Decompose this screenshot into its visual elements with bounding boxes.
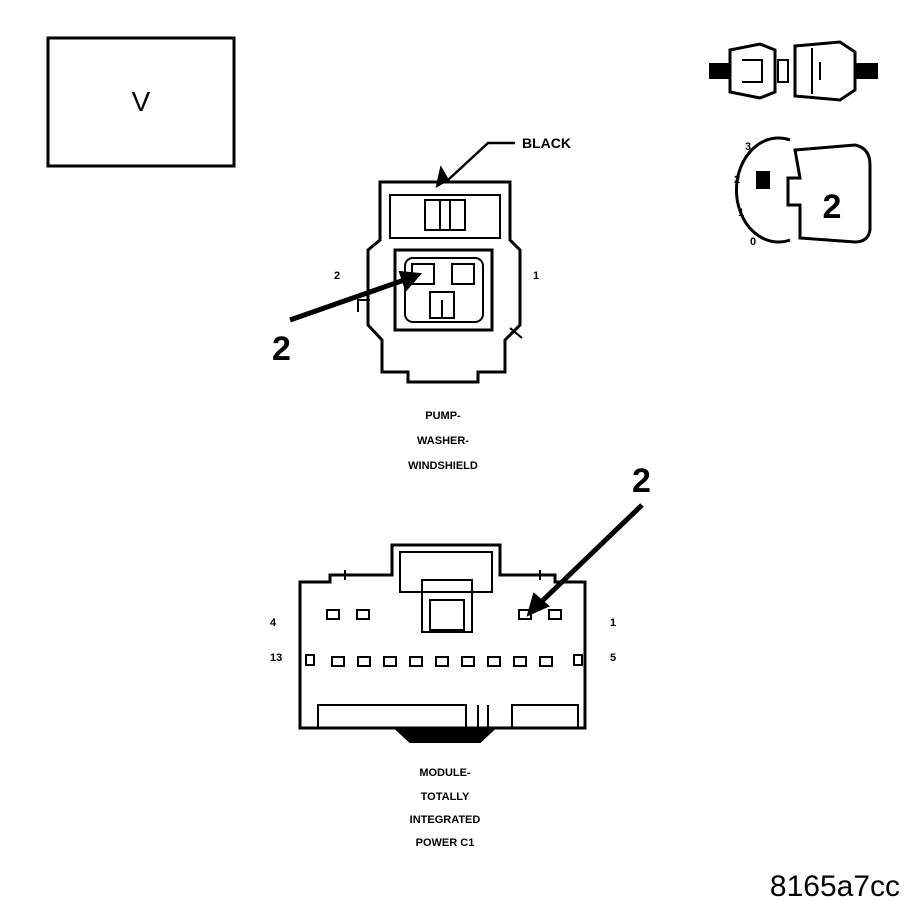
wire-color-leader xyxy=(447,141,515,181)
tipm-cavity xyxy=(435,656,449,667)
tipm-cavity-row-top xyxy=(326,609,562,620)
pump-callout-arrowhead xyxy=(398,270,423,292)
tipm-base-slot-right xyxy=(511,704,579,729)
tipm-pin-label-4: 4 xyxy=(270,617,277,629)
key-dial-arc xyxy=(735,136,791,244)
tipm-title-line-4: POWER C1 xyxy=(416,837,475,849)
pump-latch-frame xyxy=(389,194,501,239)
pump-cavity-frame xyxy=(393,248,494,332)
pump-side-rib-left xyxy=(357,299,370,312)
pump-cavity-inner xyxy=(404,257,484,323)
mating-gap xyxy=(777,59,789,83)
tipm-housing-outline xyxy=(298,543,587,730)
tipm-pin-label-13: 13 xyxy=(270,652,282,664)
key-body xyxy=(786,143,872,244)
mating-wire-left xyxy=(709,63,731,79)
tipm-cavity xyxy=(409,656,423,667)
view-box-letter: V xyxy=(132,86,151,117)
tipm-pin-label-1: 1 xyxy=(610,617,616,629)
mating-plug-right xyxy=(793,40,857,102)
tipm-title-line-1: MODULE- xyxy=(419,767,471,779)
tipm-connector: 2 xyxy=(270,462,651,849)
mating-wire-right xyxy=(854,63,878,79)
tipm-base-foot xyxy=(394,727,496,743)
pump-pin-1 xyxy=(451,263,475,285)
tipm-cavity xyxy=(539,656,553,667)
tipm-cavity xyxy=(513,656,527,667)
pump-pin-label-1: 1 xyxy=(533,270,539,282)
figure-id: 8165a7cc xyxy=(770,870,900,903)
tipm-pin-label-5: 5 xyxy=(610,652,616,664)
key-dial-marker xyxy=(756,171,770,189)
tipm-base-slot-left xyxy=(317,704,467,729)
key-position-icon: 3 2 1 0 2 xyxy=(734,136,872,248)
tipm-cavity xyxy=(305,654,315,666)
tipm-cavity xyxy=(461,656,475,667)
pump-title-line-2: WASHER- xyxy=(417,435,469,447)
pump-connector: BLACK 2 1 2 PUMP- WASHER- WINDSHIELD xyxy=(272,135,571,472)
tipm-cavity xyxy=(518,609,532,620)
tipm-cavity xyxy=(326,609,340,620)
pump-latch-tab xyxy=(424,199,466,231)
tipm-cavity xyxy=(331,656,345,667)
key-label: 2 xyxy=(823,188,842,226)
tipm-cavity xyxy=(356,609,370,620)
view-box-frame xyxy=(46,36,236,168)
tipm-cavity-row-bottom xyxy=(305,654,583,667)
wire-color-label: BLACK xyxy=(522,135,571,151)
pump-title-line-3: WINDSHIELD xyxy=(408,460,478,472)
view-box: V xyxy=(46,36,236,168)
connector-mating-icon xyxy=(709,40,878,102)
key-position-0: 0 xyxy=(750,236,756,248)
key-position-3: 3 xyxy=(745,141,751,153)
mating-latch xyxy=(742,59,763,83)
tipm-latch-frame xyxy=(399,551,493,593)
tipm-latch-tab xyxy=(421,579,473,633)
tipm-callout-label: 2 xyxy=(632,462,651,500)
tipm-title-line-2: TOTALLY xyxy=(421,791,470,803)
pump-housing-outline xyxy=(366,180,522,384)
pump-callout-arrow-shaft xyxy=(289,275,411,323)
tipm-callout-arrow-shaft xyxy=(536,503,644,607)
tipm-cavity xyxy=(487,656,501,667)
mating-plug-left xyxy=(728,42,777,100)
tipm-cavity xyxy=(573,654,583,666)
tipm-cavity xyxy=(548,609,562,620)
tipm-callout-arrowhead xyxy=(526,592,550,617)
pump-pin-label-2: 2 xyxy=(334,270,340,282)
tipm-latch-inner xyxy=(429,599,465,631)
pump-title-line-1: PUMP- xyxy=(425,410,461,422)
pump-side-rib-right xyxy=(509,327,523,339)
tipm-cavity xyxy=(383,656,397,667)
tipm-cavity xyxy=(357,656,371,667)
pump-callout-label: 2 xyxy=(272,330,291,368)
tipm-title-line-3: INTEGRATED xyxy=(410,814,481,826)
